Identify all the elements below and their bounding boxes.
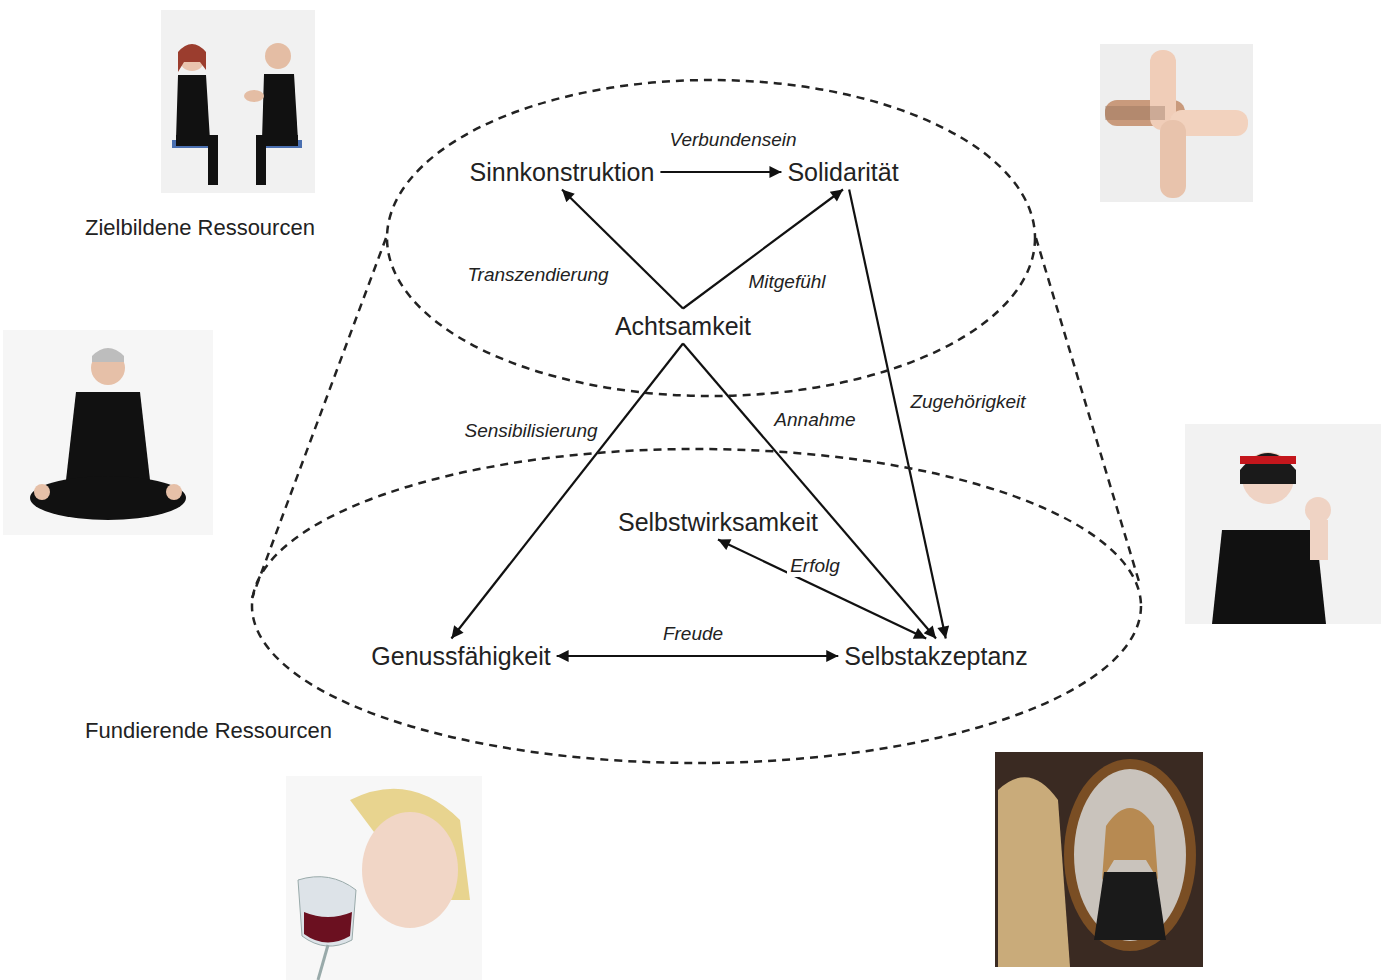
photo-wine-tasting (286, 776, 482, 980)
concept-node: Selbstwirksamkeit (612, 505, 824, 540)
edge-label: Zugehörigkeit (907, 391, 1028, 413)
concept-node: Achtsamkeit (609, 309, 757, 344)
edge-label: Mitgefühl (745, 271, 828, 293)
ellipse-shape (252, 449, 1141, 763)
concept-text: Solidarität (787, 158, 898, 186)
connector-arrow (718, 540, 926, 639)
group-heading: Fundierende Ressourcen (85, 718, 332, 744)
edge-label: Erfolg (787, 555, 843, 577)
connector-arrow (849, 190, 946, 639)
concept-node: Sinnkonstruktion (464, 155, 661, 190)
edge-label: Annahme (771, 409, 858, 431)
concept-node: Solidarität (781, 155, 904, 190)
ellipse-outline (250, 447, 1143, 765)
photo-meditation (3, 330, 213, 535)
concept-text: Sinnkonstruktion (470, 158, 655, 186)
connector-arrow (451, 344, 683, 639)
concept-text: Selbstwirksamkeit (618, 508, 818, 536)
resource-ellipse: Zielbildene RessourcenSinnkonstruktionSo… (385, 78, 1037, 398)
connector-arrow (562, 190, 683, 309)
edge-label: Freude (660, 623, 726, 645)
photo-conversation (161, 10, 315, 193)
connector-arrow (683, 190, 843, 309)
ellipse-shape (387, 80, 1035, 396)
ellipse-outline (385, 78, 1037, 398)
cone-side (252, 238, 386, 598)
photo-determined-woman (1185, 424, 1381, 624)
photo-mirror (995, 752, 1203, 967)
photo-linked-hands (1100, 44, 1253, 202)
concept-node: Genussfähigkeit (365, 639, 556, 674)
edge-label: Verbundensein (666, 129, 799, 151)
group-heading: Zielbildene Ressourcen (85, 215, 315, 241)
concept-node: Selbstakzeptanz (838, 639, 1033, 674)
resource-ellipse: Fundierende RessourcenSelbstwirksamkeitG… (250, 447, 1143, 765)
edge-label: Transzendierung (464, 264, 611, 286)
concept-text: Achtsamkeit (615, 312, 751, 340)
connector-arrow (683, 344, 936, 639)
concept-text: Genussfähigkeit (371, 642, 550, 670)
edge-label: Sensibilisierung (461, 420, 600, 442)
concept-text: Selbstakzeptanz (844, 642, 1027, 670)
connector-arrow (660, 171, 781, 173)
connector-arrow (557, 655, 839, 657)
